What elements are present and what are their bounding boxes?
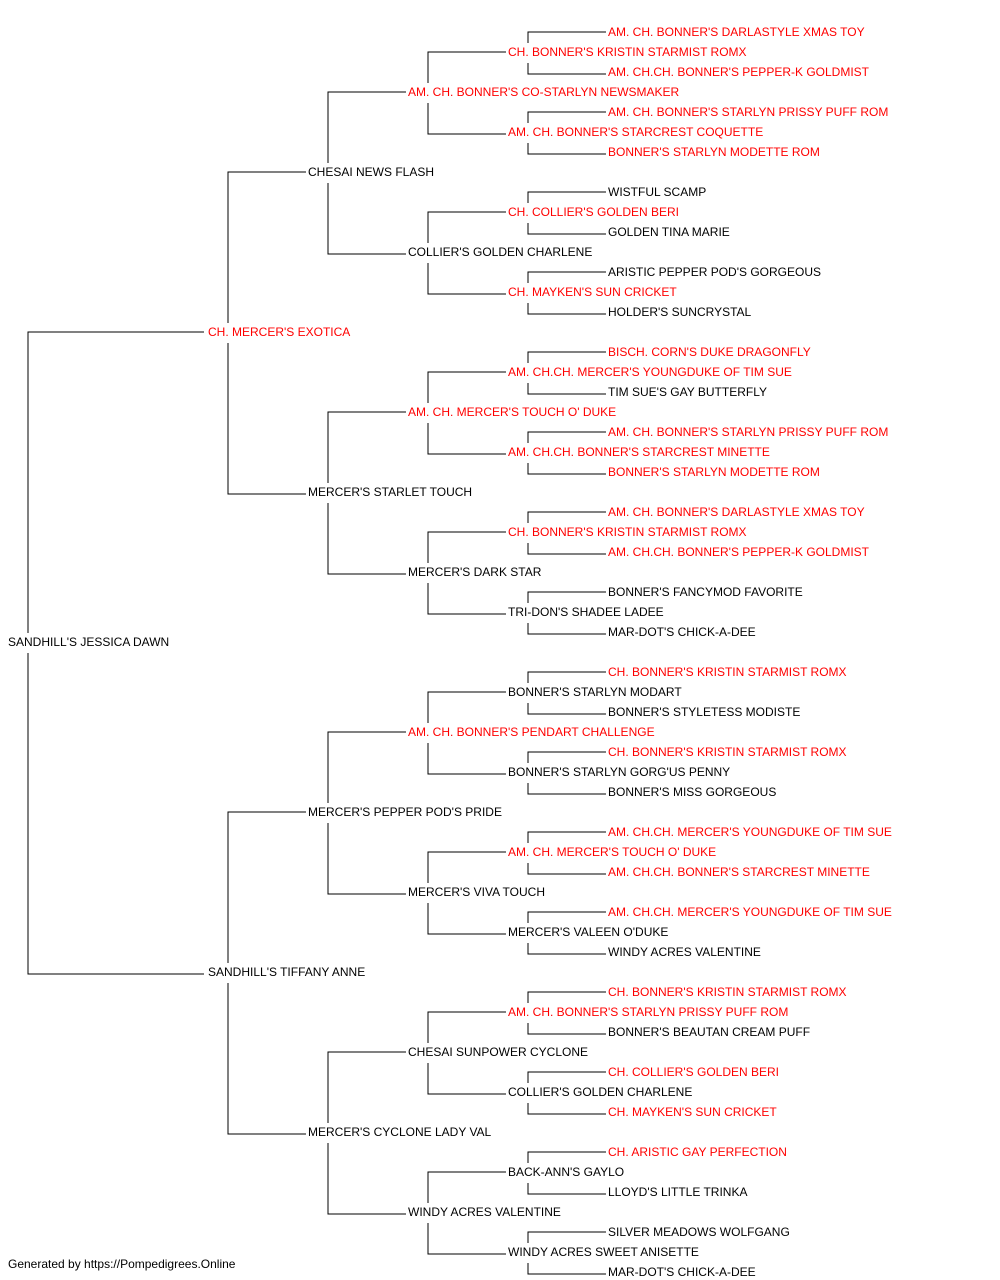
ancestor-name: BONNER'S STARLYN MODART: [508, 685, 682, 699]
ancestor-name: MERCER'S VIVA TOUCH: [408, 885, 545, 899]
connector-line: [527, 831, 606, 875]
connector-line: [527, 1231, 606, 1275]
ancestor-name: SILVER MEADOWS WOLFGANG: [608, 1225, 790, 1239]
ancestor-name: CH. BONNER'S KRISTIN STARMIST ROMX: [608, 665, 847, 679]
ancestor-name: AM. CH. BONNER'S CO-STARLYN NEWSMAKER: [408, 85, 680, 99]
ancestor-name: AM. CH. MERCER'S TOUCH O' DUKE: [408, 405, 616, 419]
connector-line: [327, 411, 406, 575]
ancestor-name: BONNER'S STARLYN GORG'US PENNY: [508, 765, 730, 779]
ancestor-name: MERCER'S DARK STAR: [408, 565, 542, 579]
ancestor-name: BONNER'S STYLETESS MODISTE: [608, 705, 800, 719]
ancestor-name: COLLIER'S GOLDEN CHARLENE: [508, 1085, 692, 1099]
ancestor-name: WINDY ACRES VALENTINE: [408, 1205, 561, 1219]
ancestor-name: CH. MERCER'S EXOTICA: [208, 325, 350, 339]
ancestor-name: CH. BONNER'S KRISTIN STARMIST ROMX: [508, 45, 747, 59]
ancestor-name: BONNER'S BEAUTAN CREAM PUFF: [608, 1025, 810, 1039]
ancestor-name: CHESAI NEWS FLASH: [308, 165, 434, 179]
ancestor-name: AM. CH.CH. MERCER'S YOUNGDUKE OF TIM SUE: [608, 825, 892, 839]
connector-line: [427, 691, 506, 775]
ancestor-name: SANDHILL'S TIFFANY ANNE: [208, 965, 365, 979]
ancestor-name: AM. CH. BONNER'S DARLASTYLE XMAS TOY: [608, 505, 865, 519]
connector-line: [427, 211, 506, 295]
ancestor-name: BACK-ANN'S GAYLO: [508, 1165, 624, 1179]
ancestor-name: CH. MAYKEN'S SUN CRICKET: [508, 285, 677, 299]
ancestor-name: CHESAI SUNPOWER CYCLONE: [408, 1045, 588, 1059]
connector-line: [527, 31, 606, 75]
connector-line: [327, 731, 406, 895]
connector-line: [327, 91, 406, 255]
ancestor-name: AM. CH. MERCER'S TOUCH O' DUKE: [508, 845, 716, 859]
ancestor-name: AM. CH. BONNER'S STARLYN PRISSY PUFF ROM: [608, 425, 888, 439]
connector-line: [27, 331, 204, 975]
ancestor-name: TRI-DON'S SHADEE LADEE: [508, 605, 664, 619]
ancestor-name: MERCER'S STARLET TOUCH: [308, 485, 472, 499]
connector-line: [527, 191, 606, 235]
connector-line: [527, 271, 606, 315]
ancestor-name: BISCH. CORN'S DUKE DRAGONFLY: [608, 345, 811, 359]
connector-line: [427, 1171, 506, 1255]
ancestor-name: CH. MAYKEN'S SUN CRICKET: [608, 1105, 777, 1119]
connector-line: [427, 531, 506, 615]
connector-line: [527, 751, 606, 795]
connector-line: [427, 371, 506, 455]
ancestor-name: AM. CH. BONNER'S PENDART CHALLENGE: [408, 725, 655, 739]
ancestor-name: AM. CH. BONNER'S STARLYN PRISSY PUFF ROM: [608, 105, 888, 119]
subject-name: SANDHILL'S JESSICA DAWN: [8, 635, 169, 649]
ancestor-name: MAR-DOT'S CHICK-A-DEE: [608, 1265, 756, 1279]
ancestor-name: CH. BONNER'S KRISTIN STARMIST ROMX: [608, 745, 847, 759]
ancestor-name: CH. ARISTIC GAY PERFECTION: [608, 1145, 787, 1159]
connector-line: [527, 911, 606, 955]
connector-line: [527, 111, 606, 155]
ancestor-name: CH. COLLIER'S GOLDEN BERI: [508, 205, 679, 219]
connector-line: [427, 51, 506, 135]
generated-by-footer: Generated by https://Pompedigrees.Online: [8, 1257, 236, 1271]
ancestor-name: MERCER'S VALEEN O'DUKE: [508, 925, 668, 939]
ancestor-name: CH. COLLIER'S GOLDEN BERI: [608, 1065, 779, 1079]
ancestor-name: COLLIER'S GOLDEN CHARLENE: [408, 245, 592, 259]
ancestor-name: AM. CH.CH. MERCER'S YOUNGDUKE OF TIM SUE: [608, 905, 892, 919]
ancestor-name: BONNER'S MISS GORGEOUS: [608, 785, 776, 799]
connector-line: [327, 1051, 406, 1215]
connector-line: [527, 991, 606, 1035]
ancestor-name: CH. BONNER'S KRISTIN STARMIST ROMX: [608, 985, 847, 999]
connector-line: [427, 1011, 506, 1095]
connector-line: [527, 1071, 606, 1115]
connector-line: [527, 431, 606, 475]
ancestor-name: MERCER'S CYCLONE LADY VAL: [308, 1125, 492, 1139]
ancestor-name: CH. BONNER'S KRISTIN STARMIST ROMX: [508, 525, 747, 539]
ancestor-name: AM. CH. BONNER'S DARLASTYLE XMAS TOY: [608, 25, 865, 39]
ancestor-name: AM. CH.CH. MERCER'S YOUNGDUKE OF TIM SUE: [508, 365, 792, 379]
connector-line: [527, 1151, 606, 1195]
connector-line: [527, 511, 606, 555]
ancestor-name: HOLDER'S SUNCRYSTAL: [608, 305, 752, 319]
ancestor-name: WISTFUL SCAMP: [608, 185, 706, 199]
connector-lines: [27, 31, 606, 1275]
ancestor-name: AM. CH. BONNER'S STARCREST COQUETTE: [508, 125, 763, 139]
ancestor-name: AM. CH.CH. BONNER'S STARCREST MINETTE: [608, 865, 870, 879]
ancestor-name: GOLDEN TINA MARIE: [608, 225, 730, 239]
ancestor-name: AM. CH.CH. BONNER'S PEPPER-K GOLDMIST: [608, 545, 870, 559]
connector-line: [227, 811, 306, 1135]
ancestor-name: WINDY ACRES SWEET ANISETTE: [508, 1245, 699, 1259]
ancestor-name: MERCER'S PEPPER POD'S PRIDE: [308, 805, 502, 819]
ancestor-name: WINDY ACRES VALENTINE: [608, 945, 761, 959]
ancestor-name: LLOYD'S LITTLE TRINKA: [608, 1185, 747, 1199]
ancestor-names: SANDHILL'S JESSICA DAWN CH. MERCER'S EXOT…: [8, 25, 892, 1279]
connector-line: [227, 171, 306, 495]
ancestor-name: AM. CH.CH. BONNER'S PEPPER-K GOLDMIST: [608, 65, 870, 79]
ancestor-name: BONNER'S FANCYMOD FAVORITE: [608, 585, 803, 599]
ancestor-name: BONNER'S STARLYN MODETTE ROM: [608, 145, 820, 159]
ancestor-name: ARISTIC PEPPER POD'S GORGEOUS: [608, 265, 821, 279]
ancestor-name: TIM SUE'S GAY BUTTERFLY: [608, 385, 767, 399]
connector-line: [427, 851, 506, 935]
ancestor-name: AM. CH. BONNER'S STARLYN PRISSY PUFF ROM: [508, 1005, 788, 1019]
ancestor-name: MAR-DOT'S CHICK-A-DEE: [608, 625, 756, 639]
connector-line: [527, 591, 606, 635]
ancestor-name: BONNER'S STARLYN MODETTE ROM: [608, 465, 820, 479]
connector-line: [527, 671, 606, 715]
connector-line: [527, 351, 606, 395]
ancestor-name: AM. CH.CH. BONNER'S STARCREST MINETTE: [508, 445, 770, 459]
